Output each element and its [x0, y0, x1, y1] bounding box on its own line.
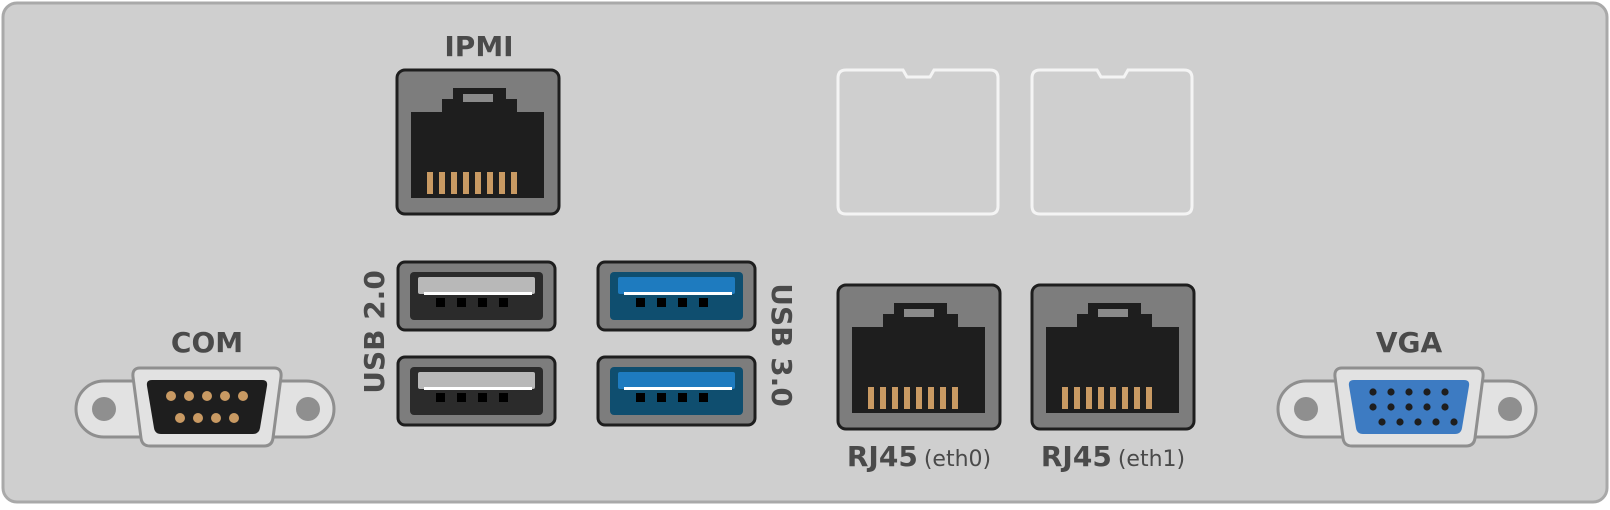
empty-slot-icon	[1030, 68, 1194, 216]
rj45-eth1-port: RJ45(eth1)	[1030, 283, 1196, 473]
usb2-label: USB 2.0	[358, 270, 391, 394]
rj45-eth1-label: RJ45(eth1)	[1041, 440, 1185, 473]
rj45-port-icon	[836, 283, 1002, 431]
rj45-port-icon	[1030, 283, 1196, 431]
vga-port: VGA	[1276, 326, 1538, 448]
usb-port-icon	[596, 260, 757, 332]
usb2-port-top	[396, 260, 557, 332]
ipmi-port: IPMI	[395, 30, 561, 216]
usb-port-icon	[396, 260, 557, 332]
vga-label: VGA	[1376, 326, 1443, 359]
usb3-label: USB 3.0	[765, 283, 798, 407]
usb-port-icon	[396, 355, 557, 427]
rj45-eth0-label: RJ45(eth0)	[847, 440, 991, 473]
usb3-port-bottom	[596, 355, 757, 427]
db9-connector-icon	[74, 366, 336, 448]
rj45-port-icon	[395, 68, 561, 216]
vga-connector-icon	[1276, 366, 1538, 448]
usb-port-icon	[596, 355, 757, 427]
empty-slot-right	[1030, 68, 1194, 216]
usb2-port-bottom	[396, 355, 557, 427]
com-label: COM	[171, 326, 243, 359]
empty-slot-left	[836, 68, 1000, 216]
empty-slot-icon	[836, 68, 1000, 216]
com-port: COM	[74, 326, 336, 448]
usb3-port-top	[596, 260, 757, 332]
rj45-eth0-port: RJ45(eth0)	[836, 283, 1002, 473]
ipmi-label: IPMI	[444, 30, 513, 63]
